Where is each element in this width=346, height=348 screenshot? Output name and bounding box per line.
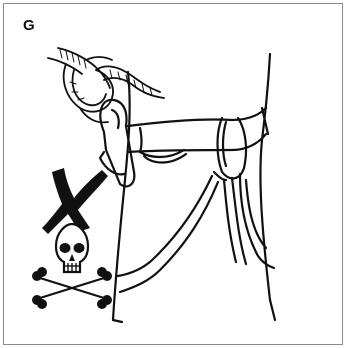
body-outline [113, 54, 275, 322]
skull-crossbones-icon [32, 224, 112, 309]
rope-knot [48, 48, 164, 122]
leg-loops [118, 172, 274, 292]
waist-belt [128, 108, 268, 152]
